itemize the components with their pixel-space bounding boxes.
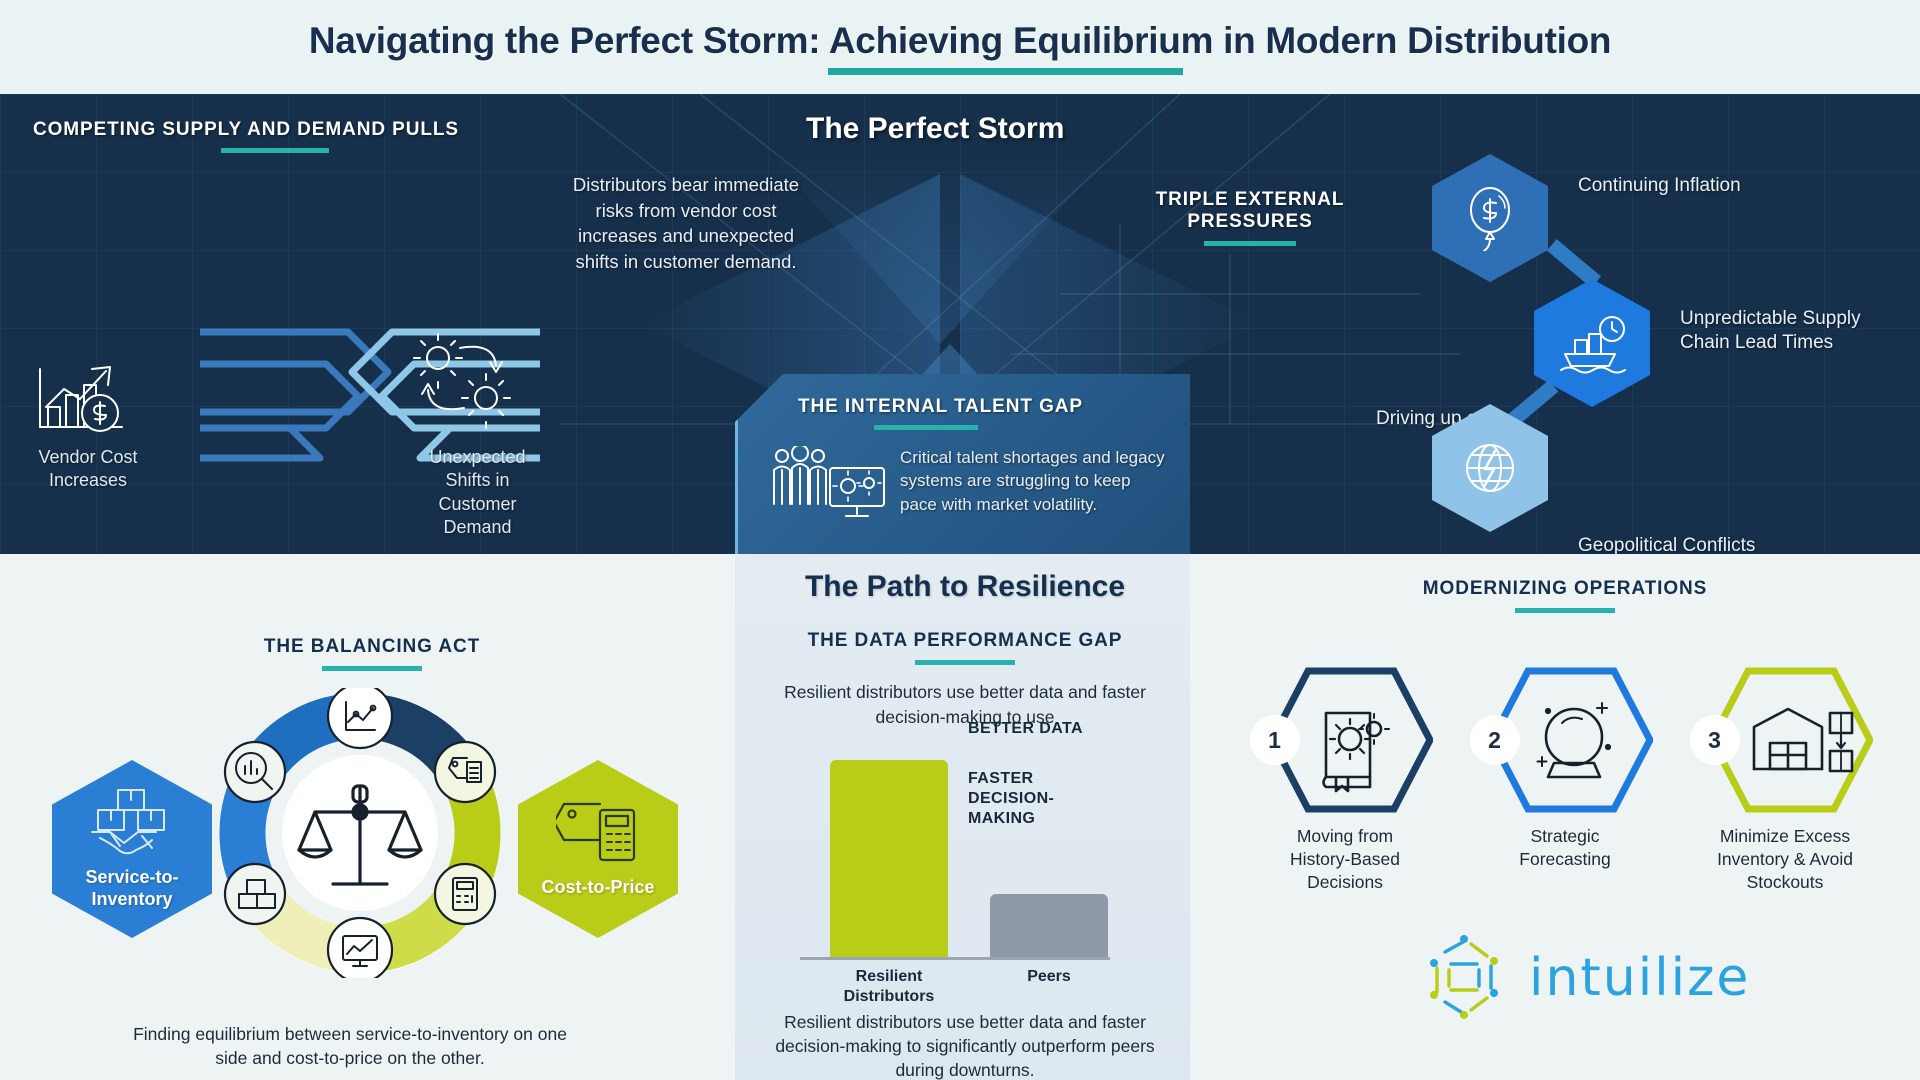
logo-wordmark: intuilize <box>1529 948 1751 1008</box>
chart-baseline <box>800 957 1110 960</box>
talent-gap-section-label: THE INTERNAL TALENT GAP <box>798 396 1083 430</box>
data-performance-gap-underline <box>915 660 1015 665</box>
title-bar: Navigating the Perfect Storm: Achieving … <box>0 0 1920 94</box>
modernizing-step-1: 1 Moving from History-Based Decisions <box>1245 665 1445 893</box>
chart-annotation-better-data: BETTER DATA <box>968 720 1083 737</box>
intuilize-logo: intuilize <box>1415 930 1750 1026</box>
competing-pulls-kicker: COMPETING SUPPLY AND DEMAND PULLS <box>33 119 459 140</box>
hex-dot-network-icon <box>1430 935 1498 1019</box>
perfect-storm-heading: The Perfect Storm <box>806 112 1065 145</box>
path-to-resilience-heading: The Path to Resilience <box>804 570 1126 603</box>
gears-arrow-icon <box>413 333 511 429</box>
title-underline <box>827 67 1183 75</box>
balancing-act-caption: Finding equilibrium between service-to-i… <box>133 1024 567 1069</box>
chart-annotation-faster-decisions: FASTER DECISION-MAKING <box>968 770 1055 827</box>
globe-bolt-icon <box>1466 444 1514 492</box>
triple-pressures-kicker-line1: TRIPLE EXTERNAL <box>1155 189 1345 210</box>
balancing-act-kicker: THE BALANCING ACT <box>263 636 481 657</box>
step-1-label: Moving from History-Based Decisions <box>1290 826 1400 892</box>
service-to-inventory-hex: Service-to- Inventory <box>52 760 212 938</box>
talent-gap-kicker: THE INTERNAL TALENT GAP <box>798 396 1083 417</box>
competing-pulls-underline <box>221 148 329 153</box>
modernizing-operations-section-label: MODERNIZING OPERATIONS <box>1400 578 1730 613</box>
pressure-label-geopolitical: Geopolitical Conflicts <box>1578 535 1756 554</box>
service-to-inventory-label: Service-to- Inventory <box>85 866 179 910</box>
pressure-hex-inflation <box>1432 154 1548 282</box>
ring-icon-bubbles <box>223 688 497 978</box>
resilience-column-background <box>735 554 1190 1080</box>
step-1-number: 1 <box>1249 715 1300 765</box>
pressure-label-inflation: Continuing Inflation <box>1578 175 1741 196</box>
triple-pressures-kicker-line2: PRESSURES <box>1187 211 1313 232</box>
talent-gap-underline <box>874 425 978 430</box>
step-3-number: 3 <box>1689 715 1740 765</box>
modernizing-step-2: 2 Strategic Forecasting <box>1465 665 1665 871</box>
page-title: Navigating the Perfect Storm: Achieving … <box>308 19 1612 61</box>
cost-to-price-label: Cost-to-Price <box>541 876 655 897</box>
modernizing-step-3: 3 Minimize Excess Inventory & Avoid Stoc… <box>1685 665 1885 893</box>
step-3-label: Minimize Excess Inventory & Avoid Stocko… <box>1717 826 1853 892</box>
triple-pressures-section-label: TRIPLE EXTERNAL PRESSURES <box>1140 189 1360 246</box>
pressure-label-supply-chain: Unpredictable Supply Chain Lead Times <box>1680 308 1861 354</box>
cargo-ship-clock-icon <box>1560 316 1626 374</box>
bar-peers <box>990 894 1108 960</box>
price-tag-calculator-icon <box>556 802 636 861</box>
competing-pulls-section-label: COMPETING SUPPLY AND DEMAND PULLS <box>33 119 459 153</box>
data-performance-gap-section-label: THE DATA PERFORMANCE GAP <box>755 630 1175 665</box>
bar-label-peers: Peers <box>1027 968 1071 985</box>
step-2-number: 2 <box>1469 715 1520 765</box>
perfect-storm-blurb: Distributors bear immediate risks from v… <box>572 174 800 272</box>
triple-pressures-underline <box>1204 241 1296 246</box>
internal-talent-gap-panel <box>735 374 1190 554</box>
interlocking-chain-icon <box>200 328 540 462</box>
data-performance-gap-kicker: THE DATA PERFORMANCE GAP <box>807 630 1123 651</box>
step-2-label: Strategic Forecasting <box>1519 826 1611 869</box>
pressure-hex-supply-chain <box>1534 279 1650 407</box>
vendor-cost-label: Vendor Cost Increases <box>38 447 138 491</box>
bar-chart-dollar-icon <box>39 366 123 432</box>
bar-resilient-distributors <box>830 760 948 960</box>
perfect-storm-panel: COMPETING SUPPLY AND DEMAND PULLS Vendor… <box>0 94 1920 554</box>
team-monitor-gears-icon <box>773 446 885 517</box>
modernizing-operations-underline <box>1515 608 1615 613</box>
talent-gap-blurb: Critical talent shortages and legacy sys… <box>900 448 1165 514</box>
pressure-hex-geopolitical <box>1432 404 1548 532</box>
balancing-act-section-label: THE BALANCING ACT <box>242 636 502 671</box>
balancing-act-underline <box>322 666 422 671</box>
modernizing-operations-kicker: MODERNIZING OPERATIONS <box>1422 578 1708 599</box>
data-performance-gap-blurb: Resilient distributors use better data a… <box>784 682 1146 727</box>
handshake-boxes-icon <box>91 788 165 854</box>
balloon-dollar-icon <box>1470 187 1510 251</box>
demand-shift-label: Unexpected Shifts in Customer Demand <box>429 447 526 538</box>
balance-donut-diagram <box>219 688 501 978</box>
cost-to-price-hex: Cost-to-Price <box>518 760 678 938</box>
path-to-resilience-caption: Resilient distributors use better data a… <box>775 1012 1155 1080</box>
